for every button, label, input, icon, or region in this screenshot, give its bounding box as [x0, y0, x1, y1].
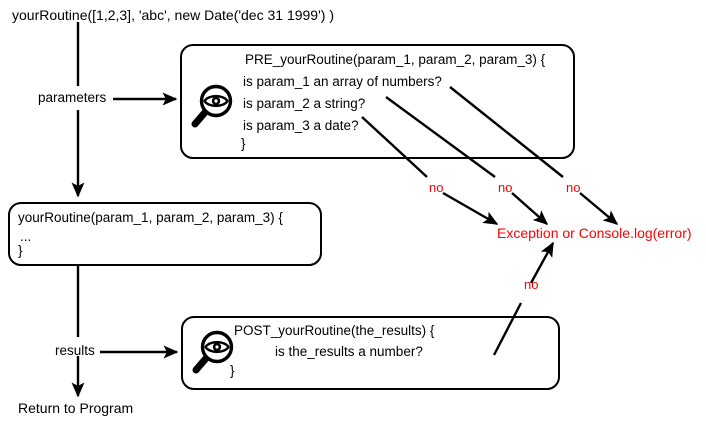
- pre-line-3: is param_3 a date?: [243, 118, 359, 133]
- post-line-0: POST_yourRoutine(the_results) {: [234, 323, 435, 338]
- label-no-4: no: [524, 277, 539, 292]
- routine-line-2: }: [18, 243, 23, 258]
- post-line-2: }: [230, 363, 235, 378]
- magnifier-eye-icon: [192, 330, 234, 374]
- label-parameters: parameters: [38, 90, 107, 105]
- label-no-2: no: [498, 180, 513, 195]
- return-to-program-text: Return to Program: [18, 400, 134, 416]
- pre-line-2: is param_2 a string?: [243, 96, 366, 111]
- label-results: results: [55, 343, 95, 358]
- magnifier-eye-icon: [191, 84, 233, 128]
- arrow-no-3: [579, 192, 619, 225]
- post-condition-box[interactable]: [181, 316, 560, 390]
- post-line-1: is the_results a number?: [275, 344, 423, 359]
- label-no-3: no: [566, 180, 581, 195]
- pre-condition-box[interactable]: [180, 44, 575, 159]
- routine-line-0: yourRoutine(param_1, param_2, param_3) {: [18, 210, 283, 225]
- pre-line-1: is param_1 an array of numbers?: [243, 74, 442, 89]
- arrow-no-2: [511, 192, 549, 225]
- pre-line-4: }: [241, 136, 246, 151]
- routine-line-1: ...: [20, 229, 32, 244]
- title-call-text: yourRoutine([1,2,3], 'abc', new Date('de…: [12, 7, 334, 23]
- pre-line-0: PRE_yourRoutine(param_1, param_2, param_…: [245, 52, 546, 67]
- routine-box[interactable]: [8, 202, 322, 266]
- error-output-text: Exception or Console.log(error): [497, 225, 692, 241]
- arrow-no-1: [442, 191, 499, 226]
- label-no-1: no: [429, 180, 444, 195]
